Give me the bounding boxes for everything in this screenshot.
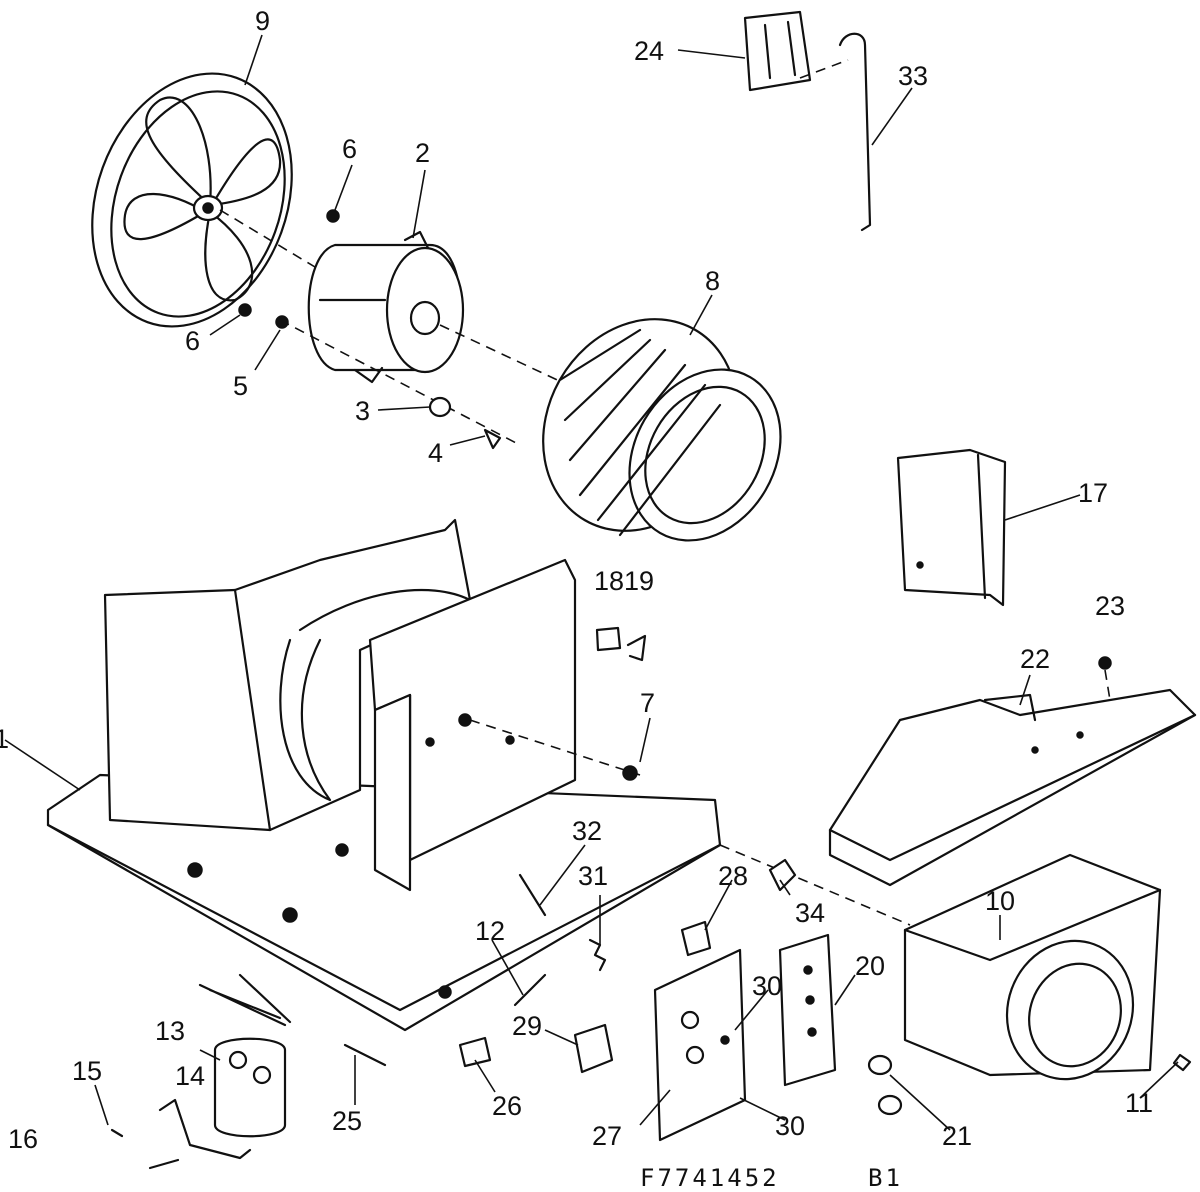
- callout-29: 29: [512, 1011, 542, 1041]
- callout-30-top: 30: [752, 971, 782, 1001]
- callout-28: 28: [718, 861, 748, 891]
- callout-8: 8: [705, 266, 720, 296]
- partition-axis: [469, 719, 641, 776]
- thermostat-bracket: [743, 10, 812, 92]
- mount-axis: [279, 319, 521, 446]
- callout-24: 24: [634, 36, 664, 66]
- wire-12: [513, 973, 547, 1007]
- wire-harness: [198, 973, 292, 1027]
- switch-29: [573, 1023, 614, 1074]
- screw-16: [148, 1158, 180, 1170]
- screw-11: [1172, 1053, 1192, 1072]
- drawing-suffix: B1: [868, 1164, 903, 1192]
- clip-19: [626, 634, 647, 662]
- relay-26: [458, 1036, 492, 1068]
- scroll-housing: [903, 853, 1162, 1081]
- leader-lines: [4, 34, 1179, 1131]
- callout-22: 22: [1020, 644, 1050, 674]
- fan-motor: [307, 230, 465, 384]
- screw-axis: [1104, 669, 1111, 701]
- callout-6-left: 6: [185, 326, 200, 356]
- clip-34: [768, 858, 797, 892]
- callout-32: 32: [572, 816, 602, 846]
- callout-15: 15: [72, 1056, 102, 1086]
- callout-labels: 9 6 2 6 5 3 4 8 24 33 17 18 19 23 22 7 1…: [0, 6, 1153, 1154]
- screw-15: [110, 1128, 124, 1138]
- callout-9: 9: [255, 6, 270, 36]
- callout-1: 1: [0, 724, 9, 754]
- base-pan: [46, 773, 722, 1032]
- capacitor: [213, 1037, 287, 1138]
- motor-shaft-axis: [439, 324, 601, 401]
- fan-blade: [91, 72, 293, 328]
- callout-26: 26: [492, 1091, 522, 1121]
- control-panel-27: [653, 948, 747, 1142]
- bracket-axis: [799, 59, 849, 79]
- blower-wheel: [542, 318, 782, 542]
- switch-18: [595, 626, 622, 652]
- callout-14: 14: [175, 1061, 205, 1091]
- blower-partition: [368, 558, 577, 892]
- callout-21: 21: [942, 1121, 972, 1151]
- callout-12: 12: [475, 916, 505, 946]
- callout-16: 16: [8, 1124, 38, 1154]
- callout-10: 10: [985, 886, 1015, 916]
- tube-25: [343, 1043, 387, 1067]
- screw-23: [1098, 656, 1112, 670]
- callout-3: 3: [355, 396, 370, 426]
- callout-18: 18: [594, 566, 624, 596]
- panel-cover-20: [778, 933, 837, 1087]
- callout-30-bottom: 30: [775, 1111, 805, 1141]
- fan-shaft-axis: [219, 209, 321, 271]
- callout-11: 11: [1125, 1088, 1153, 1118]
- sensor-rod: [838, 32, 872, 232]
- housing-axis: [719, 844, 911, 926]
- callout-5: 5: [233, 371, 248, 401]
- callout-23: 23: [1095, 591, 1125, 621]
- grommet-6-top: [326, 209, 340, 223]
- callout-25: 25: [332, 1106, 362, 1136]
- callout-27: 27: [592, 1121, 622, 1151]
- nut-3: [428, 396, 452, 418]
- cover-plate: [828, 688, 1197, 887]
- grommet-6-left: [238, 303, 252, 317]
- washer-5: [275, 315, 289, 329]
- callout-31: 31: [578, 861, 608, 891]
- thermostat-28: [680, 920, 712, 957]
- callout-17: 17: [1078, 478, 1108, 508]
- spring-31: [588, 938, 607, 972]
- air-divider: [896, 448, 1007, 607]
- drawing-code: F7741452: [640, 1164, 780, 1192]
- grommet-21: [867, 1054, 893, 1076]
- bolt-7: [622, 765, 638, 781]
- grommet-21b: [877, 1094, 903, 1116]
- callout-4: 4: [428, 438, 443, 468]
- callout-6-top: 6: [342, 134, 357, 164]
- callout-33: 33: [898, 61, 928, 91]
- capacitor-strap: [158, 1098, 252, 1160]
- callout-34: 34: [795, 898, 825, 928]
- callout-19: 19: [624, 566, 654, 596]
- callout-7: 7: [640, 688, 655, 718]
- wire-32: [518, 873, 547, 917]
- callout-13: 13: [155, 1016, 185, 1046]
- callout-2: 2: [415, 138, 430, 168]
- callout-20: 20: [855, 951, 885, 981]
- clip-4: [483, 428, 502, 450]
